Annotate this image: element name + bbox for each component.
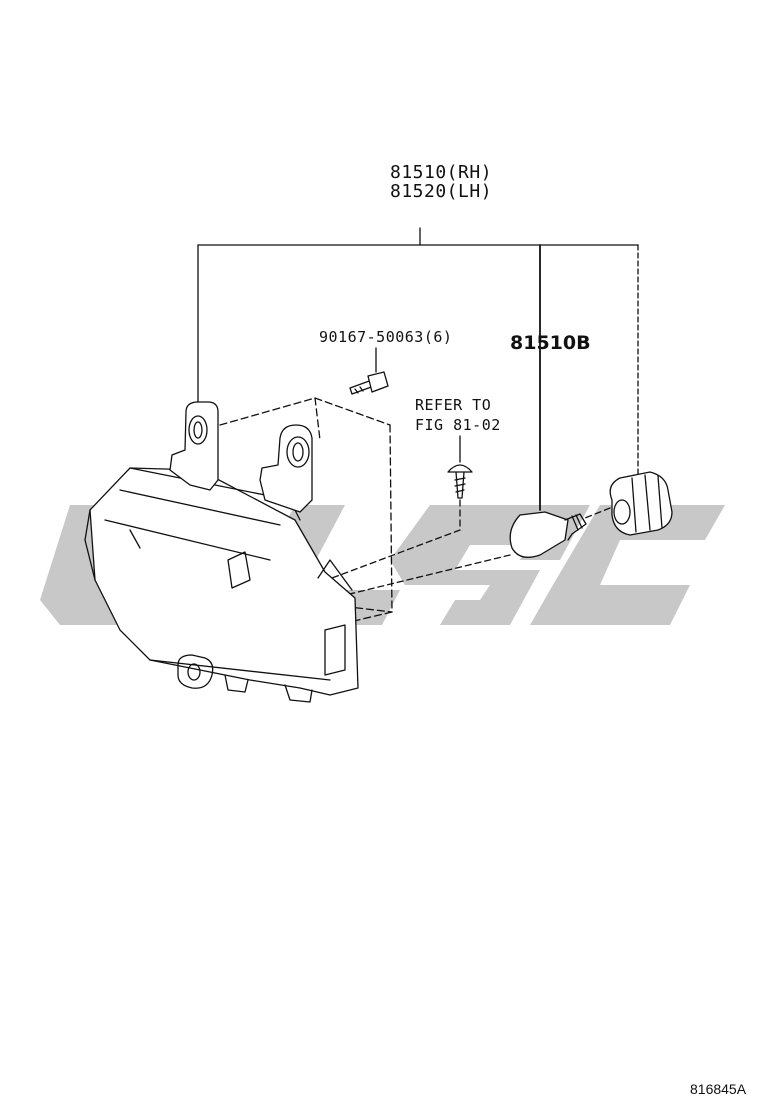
label-refer-line1: REFER TO [415, 396, 492, 414]
socket-icon [609, 471, 673, 536]
bulb-icon [509, 511, 587, 558]
label-bolt-part: 90167-50063(6) [319, 328, 453, 346]
bolt-icon [349, 371, 389, 395]
leader-lines [197, 227, 639, 601]
label-assembly-rh: 81510(RH) [390, 162, 493, 183]
screw-icon [447, 464, 473, 499]
label-assembly-lh: 81520(LH) [390, 181, 493, 202]
label-refer-line2: FIG 81-02 [415, 416, 501, 434]
fog-lamp-housing [84, 401, 359, 703]
label-bulb-part: 81510B [510, 332, 591, 354]
illustration-code: 816845A [690, 1081, 747, 1097]
